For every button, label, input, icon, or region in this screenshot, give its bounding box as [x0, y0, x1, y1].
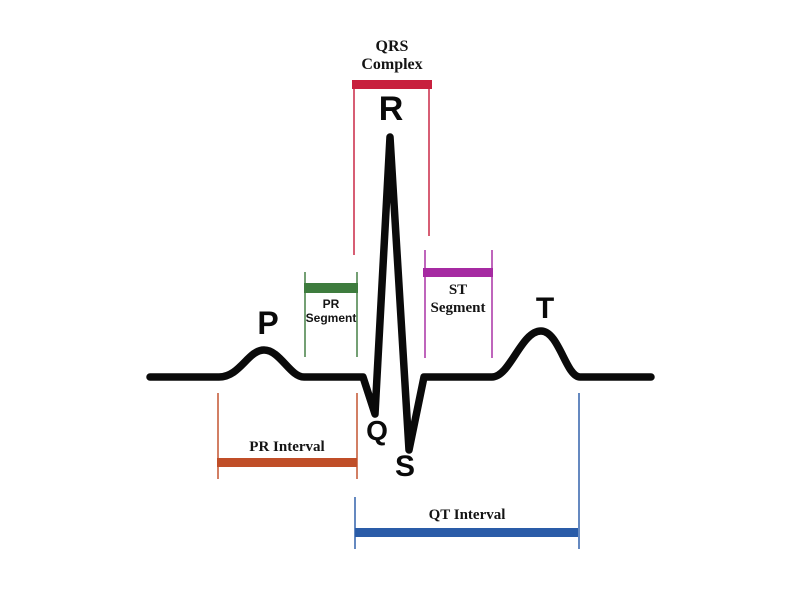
qt-interval-bar	[355, 528, 578, 537]
q-wave-label: Q	[366, 415, 388, 446]
p-wave-label: P	[257, 305, 279, 341]
st-segment-extent-line-left	[424, 250, 426, 358]
st-segment-bar	[423, 268, 493, 277]
st-segment-extent-line-right	[491, 250, 493, 358]
t-wave-label: T	[535, 292, 555, 325]
pr-interval-extent-line-right	[356, 393, 358, 479]
qrs-complex-extent-line-right	[428, 89, 430, 236]
s-wave-label: S	[394, 450, 415, 483]
pr-interval-bar	[217, 458, 357, 467]
pr-segment-extent-line-left	[304, 272, 306, 357]
pr-segment-extent-line-right	[356, 272, 358, 357]
r-wave-label: R	[378, 90, 404, 128]
st-segment-label-line2: Segment	[430, 300, 486, 316]
qrs-complex-label-line2: Complex	[361, 56, 423, 73]
qrs-complex-bar	[352, 80, 432, 89]
qt-interval-label: QT Interval	[428, 507, 506, 523]
qrs-complex-label-line1: QRS	[375, 38, 409, 55]
pr-interval-extent-line-left	[217, 393, 219, 479]
pr-interval-label: PR Interval	[249, 439, 325, 455]
ecg-trace	[146, 133, 655, 454]
qt-interval-extent-line-left	[354, 497, 356, 549]
pr-segment-bar	[304, 283, 358, 293]
qrs-complex-label: QRS Complex	[332, 38, 452, 74]
qt-interval-extent-line-right	[578, 393, 580, 549]
pr-segment-label: PR Segment	[294, 297, 368, 325]
qrs-complex-extent-line-left	[353, 89, 355, 255]
st-segment-label: ST Segment	[418, 281, 498, 317]
pr-segment-label-line1: PR	[322, 297, 340, 311]
pr-segment-label-line2: Segment	[305, 311, 357, 325]
st-segment-label-line1: ST	[448, 282, 468, 298]
